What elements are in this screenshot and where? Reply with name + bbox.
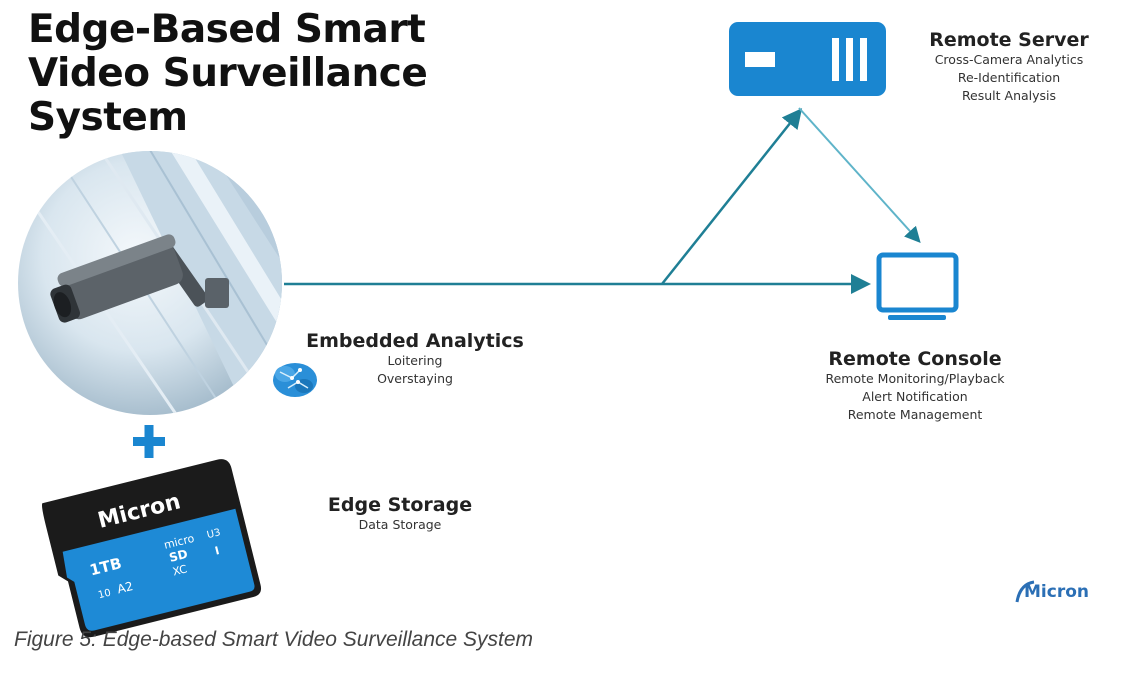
remote-console-items: Remote Monitoring/Playback Alert Notific… <box>790 370 1040 424</box>
diagram-title: Edge-Based Smart Video Surveillance Syst… <box>28 8 448 140</box>
sd-card-format-3: XC <box>171 562 188 578</box>
sd-card-format-2: SD <box>168 547 189 565</box>
micron-logo-text: Micron <box>1024 582 1089 602</box>
remote-server-item: Result Analysis <box>961 88 1057 103</box>
server-to-console-line <box>798 107 921 243</box>
remote-console-label: Remote Console Remote Monitoring/Playbac… <box>790 348 1040 424</box>
edge-storage-items: Data Storage <box>310 516 490 534</box>
embedded-analytics-item: Loitering <box>387 353 443 368</box>
remote-console-heading: Remote Console <box>828 348 1002 370</box>
title-line-2: Video Surveillance <box>28 51 428 96</box>
remote-server-items: Cross-Camera Analytics Re-Identification… <box>898 51 1120 105</box>
sd-card-image: Micron 1TB 10 A2 micro SD XC U3 I <box>41 459 262 638</box>
embedded-analytics-label: Embedded Analytics Loitering Overstaying <box>290 330 540 388</box>
camera-photo <box>18 151 282 415</box>
embedded-analytics-heading: Embedded Analytics <box>306 330 524 352</box>
remote-console-item: Remote Monitoring/Playback <box>825 371 1005 386</box>
edge-storage-label: Edge Storage Data Storage <box>310 494 490 534</box>
monitor-icon <box>876 252 959 320</box>
sd-card-class10: 10 <box>97 588 112 602</box>
title-line-1: Edge-Based Smart <box>28 7 426 52</box>
micron-logo: Micron <box>1015 580 1089 603</box>
brain-icon <box>273 363 317 397</box>
remote-console-item: Alert Notification <box>862 389 968 404</box>
remote-server-heading: Remote Server <box>929 29 1089 51</box>
edge-storage-item: Data Storage <box>358 517 442 532</box>
connector-lines <box>284 107 921 294</box>
embedded-analytics-item: Overstaying <box>377 371 453 386</box>
plus-icon <box>133 425 165 458</box>
sd-card-uhs: I <box>214 544 221 558</box>
title-line-3: System <box>28 95 188 140</box>
sd-card-u3: U3 <box>206 527 222 541</box>
figure-caption: Figure 5: Edge-based Smart Video Surveil… <box>14 628 534 651</box>
sd-card-speed: A2 <box>116 579 135 596</box>
remote-server-label: Remote Server Cross-Camera Analytics Re-… <box>898 29 1120 105</box>
remote-server-item: Re-Identification <box>957 70 1061 85</box>
edge-storage-heading: Edge Storage <box>327 494 473 516</box>
embedded-analytics-items: Loitering Overstaying <box>290 352 540 388</box>
remote-server-item: Cross-Camera Analytics <box>934 52 1084 67</box>
junction-to-server-line <box>661 108 803 285</box>
server-icon <box>729 22 886 96</box>
remote-console-item: Remote Management <box>847 407 983 422</box>
